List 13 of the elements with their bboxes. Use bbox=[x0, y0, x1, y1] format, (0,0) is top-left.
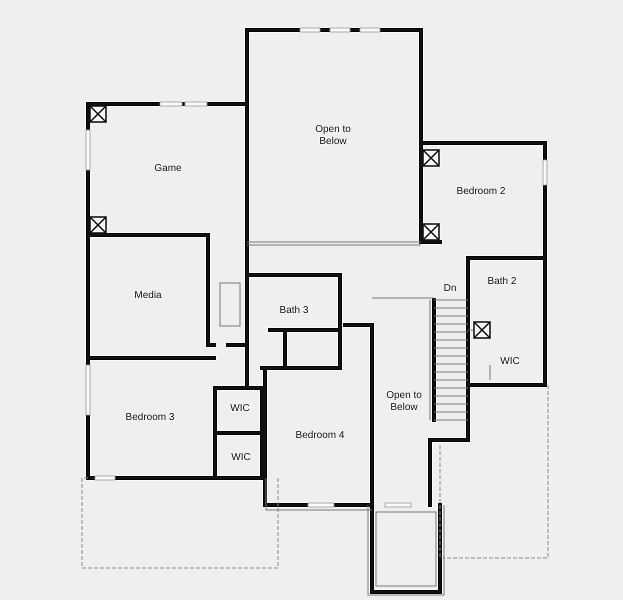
room-label: Media bbox=[133, 290, 163, 302]
room-label: Open to Below bbox=[385, 390, 423, 414]
room-label: Bedroom 4 bbox=[294, 430, 346, 442]
room-label: Bath 3 bbox=[278, 305, 310, 317]
room-label: Bath 2 bbox=[486, 276, 518, 288]
room-label: WIC bbox=[229, 403, 251, 415]
room-label: Bedroom 2 bbox=[456, 186, 506, 198]
room-label: WIC bbox=[230, 452, 252, 464]
room-label: Game bbox=[153, 163, 183, 175]
room-label: Dn bbox=[442, 283, 458, 295]
room-label: Bedroom 3 bbox=[124, 412, 176, 424]
room-label: WIC bbox=[499, 356, 521, 368]
room-label: Open to Below bbox=[314, 124, 352, 148]
